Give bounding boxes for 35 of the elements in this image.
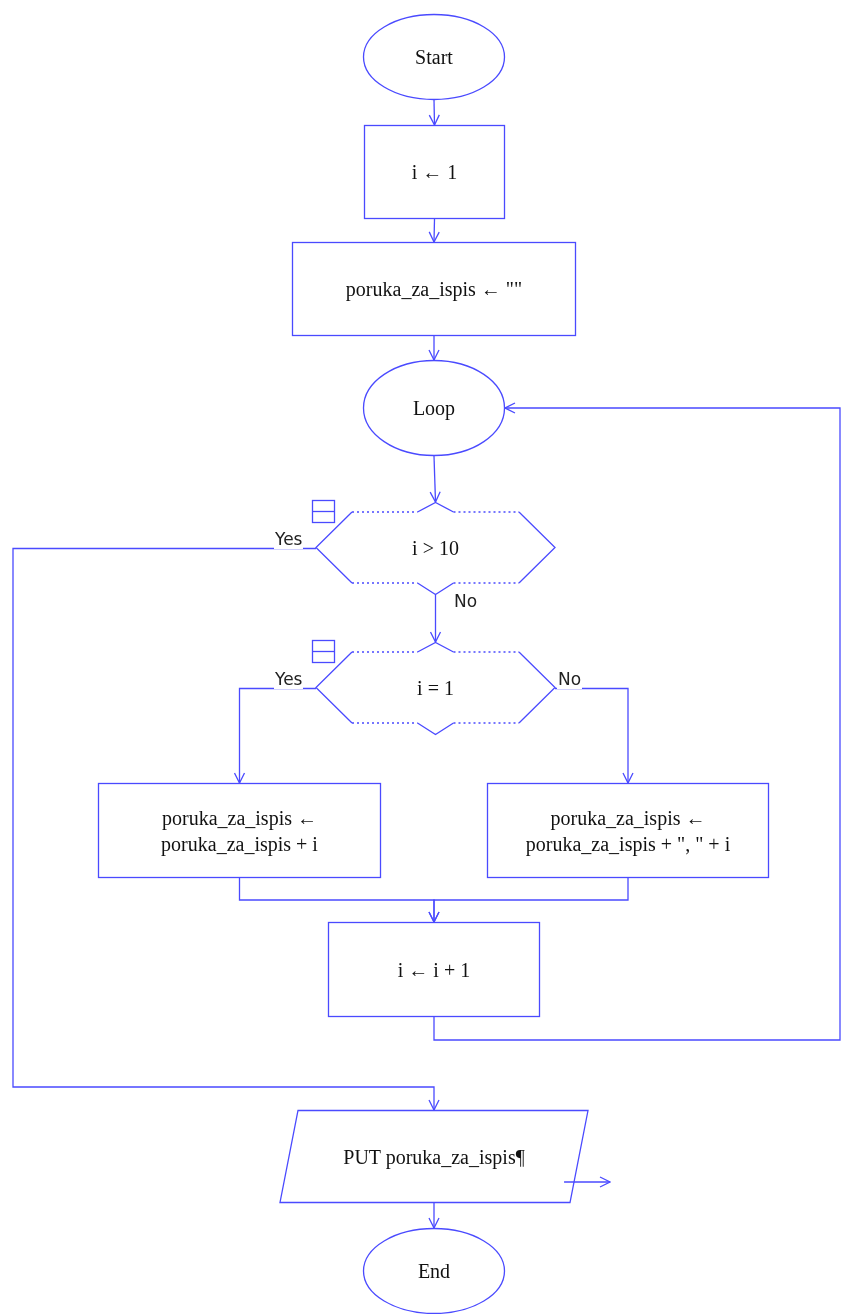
- end-terminal: [363, 1228, 505, 1314]
- flow-arrow: [428, 218, 440, 243]
- node-text: Loop: [412, 396, 456, 421]
- node-text: End: [417, 1259, 451, 1284]
- edge-label: Yes: [274, 670, 304, 689]
- node-text: poruka_za_ispis ← poruka_za_ispis + ", " + i: [524, 805, 732, 857]
- decision-hexagon: [316, 502, 555, 595]
- flow-arrow: [428, 335, 440, 361]
- edge-label: No: [557, 670, 583, 689]
- node-text: i ← 1: [411, 160, 458, 185]
- decision-hexagon: [316, 642, 555, 735]
- flow-arrow: [12, 547, 440, 1111]
- node-text: i ← i + 1: [397, 957, 471, 983]
- output-parallelogram: [280, 1110, 588, 1203]
- node-text: poruka_za_ispis ← poruka_za_ispis + i: [160, 805, 319, 857]
- process-box: [487, 783, 769, 878]
- flow-arrow: [429, 594, 442, 643]
- node-text: poruka_za_ispis ← "": [345, 277, 523, 302]
- node-text: Start: [415, 45, 453, 70]
- process-box: [292, 242, 576, 336]
- flow-arrow: [428, 99, 440, 126]
- edge-label: Yes: [274, 530, 304, 549]
- node-text: i = 1: [417, 675, 454, 701]
- process-box: [364, 125, 505, 219]
- start-terminal: [363, 14, 505, 100]
- loop-connector: [363, 360, 505, 456]
- process-box: [98, 783, 381, 878]
- flow-arrow: [428, 877, 629, 923]
- process-box: [328, 922, 540, 1017]
- node-text: i > 10: [412, 535, 459, 561]
- flow-arrow: [429, 455, 441, 503]
- flow-arrow: [563, 1176, 611, 1188]
- flow-arrow: [428, 1202, 440, 1229]
- flow-arrow: [433, 402, 841, 1041]
- node-text: PUT poruka_za_ispis¶: [343, 1144, 525, 1170]
